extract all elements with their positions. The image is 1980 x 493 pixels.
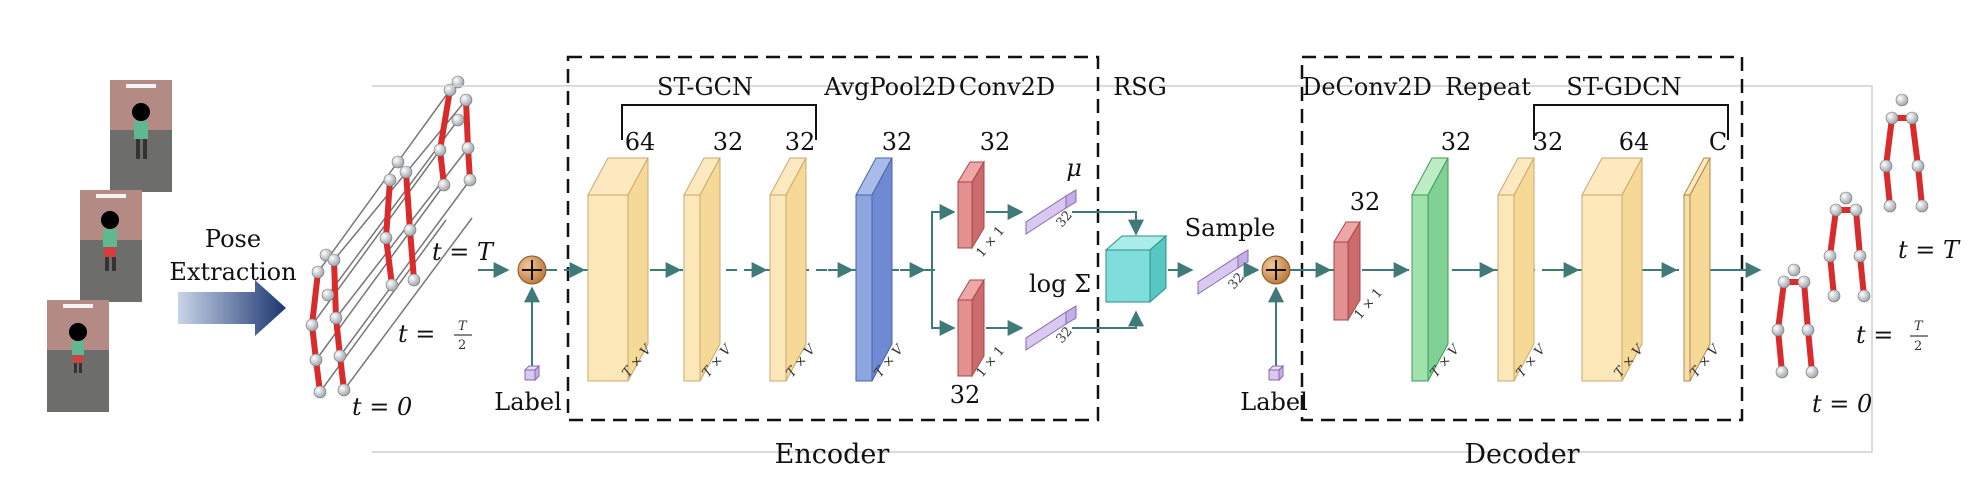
decoder-repeat-block — [1411, 157, 1449, 382]
input-time-label-half-den: 2 — [458, 338, 466, 353]
decoder-stgdcn-block-64 — [1581, 157, 1643, 382]
deconv2d-label: DeConv2D — [1302, 73, 1432, 101]
stgdcn-label: ST-GDCN — [1566, 73, 1681, 101]
video-frame-3 — [47, 300, 109, 412]
pose-label-line1: Pose — [205, 225, 261, 253]
input-time-label-T: t = T — [432, 238, 495, 266]
decoder-dim-32c: 32 — [1533, 128, 1564, 156]
output-skeleton-joints — [1771, 93, 1929, 379]
encoder-dashed-box — [566, 55, 1100, 422]
rsg-label: RSG — [1113, 73, 1167, 101]
input-skeleton-sequence — [305, 75, 477, 399]
decoder-deconv-block — [1333, 220, 1361, 322]
decoder-dashed-box — [1300, 55, 1744, 422]
decoder-dim-C: C — [1709, 128, 1727, 156]
decoder-dim-32a: 32 — [1350, 188, 1381, 216]
mu-to-rsg-arrow — [1072, 211, 1144, 236]
encoder-stgcn-block-64 — [587, 157, 649, 382]
branch-down-arrow — [931, 270, 956, 336]
output-time-label-half-prefix: t = — [1856, 321, 1893, 349]
input-video-frames — [47, 80, 172, 412]
sigma-to-rsg-arrow — [1072, 310, 1144, 329]
encoder-conv-mu-block — [957, 160, 985, 250]
encoder-dim-32d: 32 — [980, 128, 1011, 156]
logsigma-label: log Σ — [1029, 270, 1091, 298]
video-frame-2 — [80, 190, 142, 302]
decoder-label-text: Label — [1240, 388, 1308, 416]
stgcn-label: ST-GCN — [657, 73, 753, 101]
encoder-stgcn-block-32a — [683, 157, 721, 382]
stgcn-bracket — [621, 104, 817, 140]
repeat-label: Repeat — [1445, 73, 1531, 101]
decoder-stgdcn-block-32 — [1497, 157, 1535, 382]
encoder-conv-sigma-block — [957, 278, 985, 378]
encoder-dim-32c: 32 — [882, 128, 913, 156]
pose-extraction-arrow — [178, 280, 286, 336]
rsg-cube — [1104, 234, 1168, 304]
encoder-dim-32a: 32 — [713, 128, 744, 156]
decoder-dim-64: 64 — [1619, 128, 1650, 156]
encoder-dim-64: 64 — [625, 128, 656, 156]
branch-up-arrow — [931, 204, 956, 270]
input-time-label-half-prefix: t = — [398, 320, 435, 348]
decoder-caption: Decoder — [1464, 439, 1579, 470]
output-time-label-half-num: T — [1914, 319, 1924, 334]
output-time-label-T: t = T — [1898, 236, 1961, 264]
sigma-vector — [1025, 305, 1077, 351]
background-frame — [372, 85, 1873, 453]
decoder-output-block-C — [1683, 157, 1711, 382]
conv2d-label: Conv2D — [959, 73, 1055, 101]
pose-label-line2: Extraction — [169, 258, 296, 286]
skeleton-joints — [305, 75, 477, 399]
sample-label: Sample — [1185, 214, 1276, 242]
encoder-stgcn-block-32b — [769, 157, 807, 382]
output-skeletons — [1771, 93, 1929, 379]
output-time-label-0: t = 0 — [1812, 390, 1872, 418]
stgdcn-bracket — [1533, 104, 1729, 140]
encoder-label-cube-icon — [523, 364, 541, 382]
decoder-label-cube-icon — [1267, 364, 1285, 382]
output-time-label-half-den: 2 — [1914, 339, 1922, 354]
input-time-label-half-num: T — [458, 319, 468, 334]
mu-label: μ — [1066, 154, 1082, 182]
encoder-caption: Encoder — [775, 439, 890, 470]
decoder-dim-32b: 32 — [1441, 128, 1472, 156]
avgpool-label: AvgPool2D — [823, 73, 956, 101]
encoder-dim-32e: 32 — [950, 381, 981, 409]
encoder-label-text: Label — [494, 388, 562, 416]
video-frame-1 — [110, 80, 172, 192]
encoder-dim-32b: 32 — [785, 128, 816, 156]
encoder-avgpool-block — [855, 157, 893, 382]
input-time-label-0: t = 0 — [352, 393, 412, 421]
mu-vector — [1025, 189, 1077, 235]
